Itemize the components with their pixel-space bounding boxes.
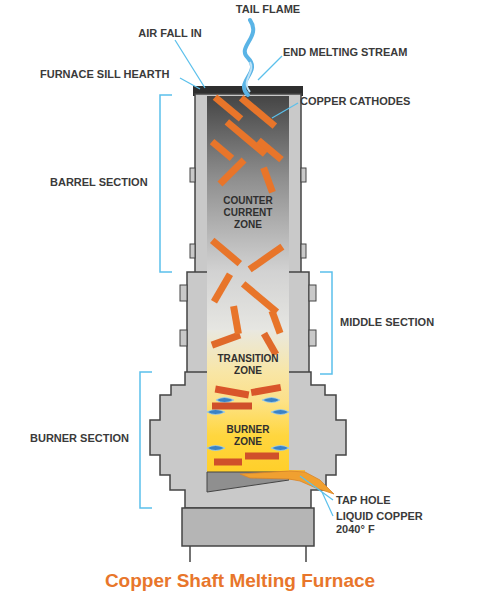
- part-label: BURNER SECTION: [30, 432, 135, 445]
- leader-line: [180, 78, 200, 89]
- part-label: TAP HOLE: [336, 494, 446, 507]
- zone-band: COUNTER CURRENT ZONE: [207, 96, 289, 330]
- wall-ridge: [309, 330, 316, 346]
- furnace-base: [182, 508, 314, 546]
- part-label: COPPER CATHODES: [300, 95, 450, 108]
- wall-ridge: [301, 168, 306, 182]
- tail-flame: [244, 20, 253, 95]
- part-label: BARREL SECTION: [50, 176, 160, 189]
- shaft-interior: [207, 96, 289, 476]
- section-bracket: [320, 272, 332, 374]
- leader-line: [175, 40, 205, 88]
- wall-ridge: [190, 244, 195, 258]
- section-bracket: [160, 95, 172, 272]
- zone-label: TRANSITION ZONE: [213, 353, 283, 377]
- base-leg: [189, 546, 191, 562]
- section-bracket: [140, 372, 152, 508]
- wall-ridge: [180, 285, 187, 301]
- leader-line: [300, 476, 333, 500]
- tail-flame-core: [247, 62, 252, 92]
- zone-label: BURNER ZONE: [213, 424, 283, 448]
- liquid-copper-stream: [240, 471, 334, 494]
- wall-ridge: [309, 285, 316, 301]
- part-label: LIQUID COPPER 2040° F: [336, 510, 441, 536]
- hearth-floor: [207, 472, 289, 492]
- leader-line: [322, 492, 333, 516]
- part-label: END MELTING STREAM: [283, 46, 458, 59]
- wall-ridge: [180, 330, 187, 346]
- leader-line: [258, 56, 282, 80]
- part-label: MIDDLE SECTION: [340, 316, 465, 329]
- part-label: AIR FALL IN: [120, 27, 220, 40]
- wall-ridge: [190, 168, 195, 182]
- zone-band: TRANSITION ZONE: [207, 330, 289, 400]
- diagram-title: Copper Shaft Melting Furnace: [0, 570, 480, 592]
- zone-label: COUNTER CURRENT ZONE: [213, 195, 283, 231]
- base-leg: [305, 546, 307, 562]
- tap-hole: [289, 470, 305, 480]
- part-label: TAIL FLAME: [213, 3, 323, 16]
- part-label: FURNACE SILL HEARTH: [40, 68, 190, 81]
- wall-ridge: [301, 244, 306, 258]
- zone-band: BURNER ZONE: [207, 400, 289, 472]
